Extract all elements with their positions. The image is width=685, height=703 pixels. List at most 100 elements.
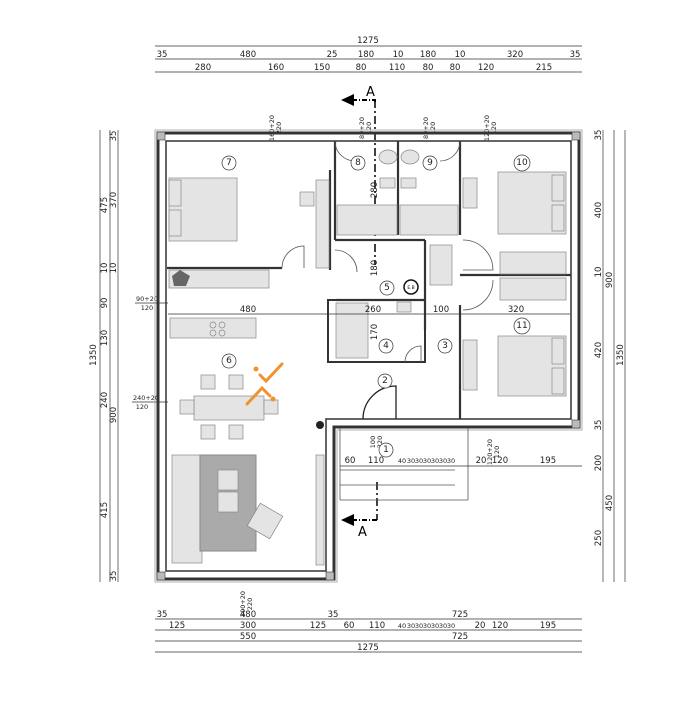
right-dimensions: 35 400 10 420 35 200 250 900 450 1350 (594, 130, 626, 582)
logo-watermark (245, 362, 284, 406)
opening-dim: 220 (376, 436, 384, 448)
room-numbers: 1 2 3 4 5 6 7 8 9 10 11 (221, 154, 531, 458)
room-number-7: 7 (226, 158, 232, 168)
dim: 725 (452, 632, 468, 642)
dim: 35 (109, 571, 119, 582)
dim: 125 (169, 621, 185, 631)
opening-dim: 120 (141, 304, 153, 312)
dim-overall-left: 1350 (89, 344, 99, 366)
dim: 25 (327, 50, 338, 60)
dim: 200 (594, 455, 604, 471)
opening-dim: 160+20 (268, 115, 276, 141)
dim: 10 (393, 50, 404, 60)
dim: 450 (605, 495, 615, 511)
dim: 110 (369, 621, 385, 631)
room-number-9: 9 (427, 158, 433, 168)
dim: 150 (314, 63, 330, 73)
section-label: A (366, 85, 375, 100)
room-number-3: 3 (442, 341, 448, 351)
sink-icon (400, 149, 420, 165)
dim: 30 (447, 622, 455, 630)
dim: 60 (345, 456, 356, 466)
dim: 480 (240, 50, 256, 60)
dim: 80 (423, 63, 434, 73)
dim: 35 (570, 50, 581, 60)
dim: 10 (594, 267, 604, 278)
dim: 170 (370, 324, 380, 340)
dim: 30 (407, 622, 415, 630)
room-number-5: 5 (384, 283, 390, 293)
dim: 280 (370, 182, 380, 198)
washing-machine (335, 302, 369, 359)
dim: 250 (594, 530, 604, 546)
opening-dim: 100 (369, 436, 377, 448)
dim: 900 (605, 272, 615, 288)
dim: 30 (439, 457, 447, 465)
dim: 420 (594, 342, 604, 358)
dim: 125 (310, 621, 326, 631)
sofa (171, 454, 203, 564)
chimney-icon (316, 421, 324, 429)
opening-dim: 120 (365, 122, 373, 134)
wardrobe (315, 179, 330, 269)
bathtub (336, 204, 398, 236)
room-number-2: 2 (382, 376, 388, 386)
dim: 100 (433, 305, 449, 315)
dim: 480 (240, 305, 256, 315)
sink-icon (378, 149, 398, 165)
section-marker-top: A (341, 85, 376, 265)
dim: 900 (109, 407, 119, 423)
dim: 725 (452, 610, 468, 620)
wardrobe (499, 251, 567, 275)
dim: 120 (492, 456, 508, 466)
dim: 90 (100, 298, 110, 309)
dim: 195 (540, 456, 556, 466)
room-number-4: 4 (383, 341, 389, 351)
dim: 180 (370, 260, 380, 276)
dim: 120 (478, 63, 494, 73)
bathtub (399, 204, 459, 236)
dim: 10 (109, 263, 119, 274)
dim: 110 (368, 456, 384, 466)
dim: 30 (415, 457, 423, 465)
dim: 30 (415, 622, 423, 630)
tv-unit (315, 454, 325, 566)
dim: 480 (240, 610, 256, 620)
dim: 320 (507, 50, 523, 60)
room-number-6: 6 (226, 356, 232, 366)
opening-dim: 120+20 (486, 439, 494, 465)
section-label: A (358, 525, 367, 540)
left-dimensions: 1350 475 10 90 130 240 415 35 370 10 900… (89, 130, 168, 582)
dining-table (193, 395, 265, 421)
dim: 20 (476, 456, 487, 466)
opening-dim: 80+20 (422, 117, 430, 139)
armchair (246, 502, 284, 540)
wardrobe (499, 277, 567, 301)
dim: 30 (407, 457, 415, 465)
dim: 35 (594, 420, 604, 431)
room-number-11: 11 (516, 321, 527, 331)
dim: 35 (157, 610, 168, 620)
opening-dim: 300+20 (239, 591, 247, 617)
dim: 30 (431, 457, 439, 465)
dim: 80 (356, 63, 367, 73)
doors (281, 140, 494, 420)
dim: 30 (431, 622, 439, 630)
dim: 550 (240, 632, 256, 642)
dim-overall-bottom: 1275 (357, 643, 379, 653)
opening-dim: 240+20 (133, 394, 159, 402)
dim: 30 (423, 622, 431, 630)
dim: 30 (439, 622, 447, 630)
dim: 120 (492, 621, 508, 631)
dim: 60 (344, 621, 355, 631)
opening-dim: 120+20 (483, 115, 491, 141)
dim: 415 (100, 502, 110, 518)
dim: 110 (389, 63, 405, 73)
dim: 40 (398, 622, 406, 630)
dim: 40 (398, 457, 406, 465)
dim: 80 (450, 63, 461, 73)
section-marker-bottom: A (341, 482, 378, 540)
dim: 280 (195, 63, 211, 73)
dim: 130 (100, 330, 110, 346)
